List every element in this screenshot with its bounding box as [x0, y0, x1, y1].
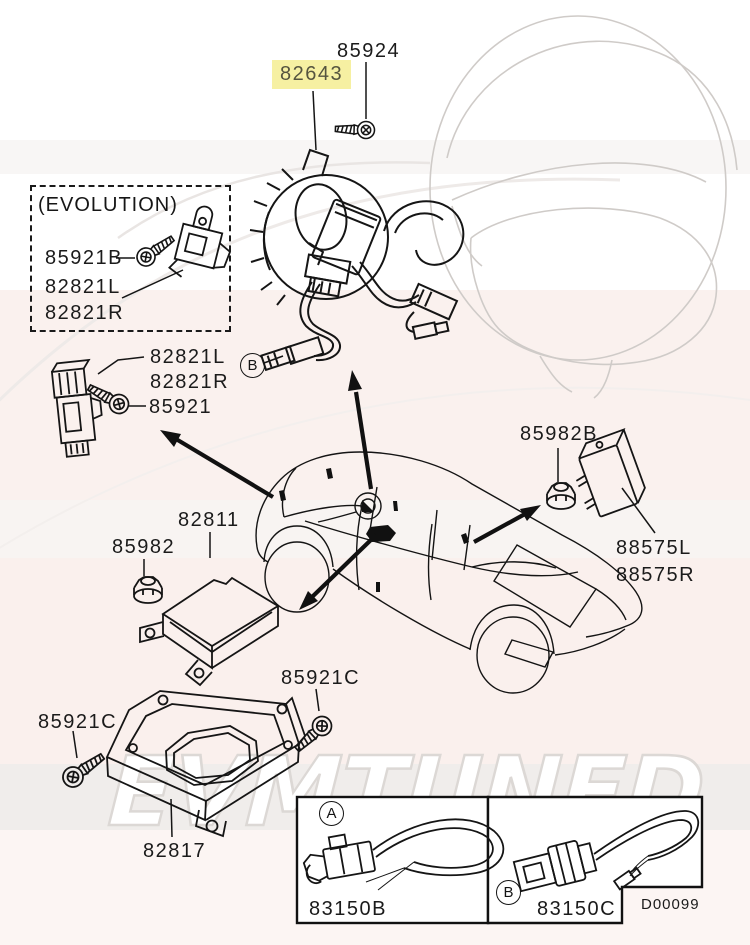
evolution-note: (EVOLUTION) [38, 194, 178, 216]
part-label-82821r: 82821R [150, 371, 230, 393]
part-label-83150c: 83150C [537, 898, 617, 920]
nut-85982-drawing [133, 576, 163, 604]
clockspring-drawing [249, 148, 465, 372]
part-label-85924: 85924 [337, 40, 401, 62]
part-label-85982b: 85982B [520, 423, 598, 445]
part-label-85921c-mid: 85921C [281, 667, 361, 689]
part-label-82821r-evo: 82821R [45, 302, 125, 324]
callout-b-inset: B [496, 880, 521, 905]
part-label-85982: 85982 [112, 536, 176, 558]
front-sensor-drawing [50, 358, 103, 458]
part-label-82817: 82817 [143, 840, 207, 862]
part-label-85921b: 85921B [45, 247, 123, 269]
callout-a-inset: A [319, 801, 344, 826]
part-label-88575l: 88575L [616, 537, 692, 559]
part-label-85921c-left: 85921C [38, 711, 118, 733]
screw-85921c-left-drawing [58, 747, 110, 792]
evo-sensor-drawing [168, 205, 232, 278]
part-label-83150b: 83150B [309, 898, 387, 920]
part-label-82821l-evo: 82821L [45, 276, 121, 298]
figure-code: D00099 [641, 896, 700, 913]
callout-b-clockspring: B [240, 353, 265, 378]
bracket-drawing [105, 690, 307, 838]
nut-85982b-drawing [546, 482, 576, 510]
car-drawing [255, 451, 643, 694]
part-label-82821l: 82821L [150, 346, 226, 368]
screw-85921c-mid-drawing [289, 711, 337, 758]
part-label-82643-highlighted: 82643 [272, 60, 352, 89]
part-label-88575r: 88575R [616, 564, 696, 586]
part-label-85921: 85921 [149, 396, 213, 418]
steering-wheel-drawing [429, 15, 738, 399]
part-label-82811: 82811 [178, 509, 240, 531]
screw-85924-drawing [334, 119, 376, 140]
